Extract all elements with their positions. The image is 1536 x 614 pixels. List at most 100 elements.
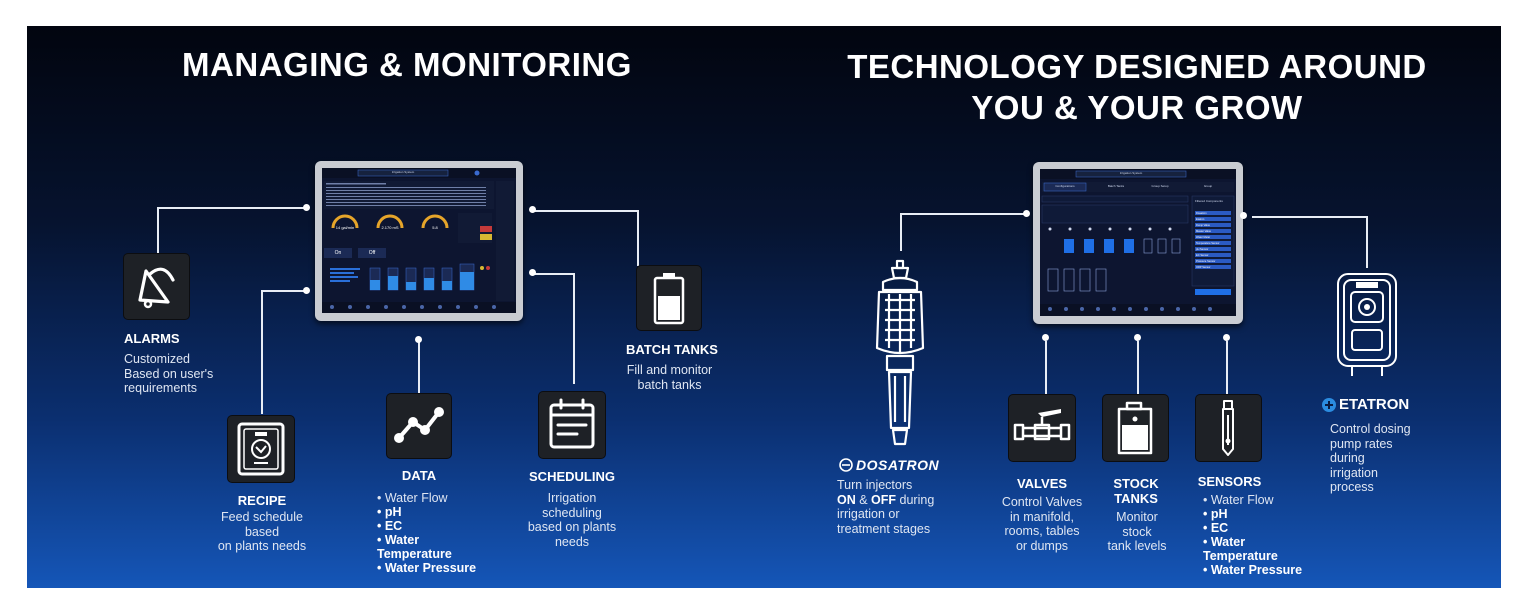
sensors-item-ec: • EC bbox=[1203, 521, 1229, 535]
valves-desc-line4: or dumps bbox=[1015, 538, 1069, 553]
configuration-screen: Irrigation System Configurations Batch T… bbox=[1040, 169, 1236, 316]
connector-stock-v bbox=[1137, 341, 1139, 395]
line-chart-icon bbox=[394, 407, 444, 443]
config-side-item: Dump Valve bbox=[1196, 224, 1210, 227]
dashboard-button-on: On bbox=[334, 250, 342, 256]
heading-technology-line1: TECHNOLOGY DESIGNED AROUND bbox=[847, 48, 1427, 85]
config-side-item: pH Sensor bbox=[1196, 248, 1209, 251]
connector-recipe-h bbox=[261, 290, 307, 292]
dosatron-amp: & bbox=[855, 492, 872, 507]
dosatron-logo: DOSATRON bbox=[839, 457, 969, 473]
sensors-item-water-flow: • Water Flow bbox=[1203, 493, 1274, 507]
scheduling-description: Irrigation scheduling based on plants ne… bbox=[507, 491, 637, 549]
dosatron-injector-icon bbox=[875, 259, 925, 446]
dosatron-desc-line3: irrigation or bbox=[837, 507, 900, 521]
recipe-desc-line1: Feed schedule bbox=[220, 510, 303, 524]
data-list: • Water Flow • pH • EC • Water Temperatu… bbox=[377, 491, 517, 575]
stock-tanks-title-line2: TANKS bbox=[1114, 491, 1158, 506]
connector-dot-dosatron bbox=[1023, 210, 1030, 217]
configuration-graphic bbox=[1040, 169, 1236, 316]
stock-tanks-desc-line2: stock bbox=[1122, 524, 1152, 539]
dosatron-brand: DOSATRON bbox=[856, 457, 940, 473]
etatron-logo: ETATRON bbox=[1321, 396, 1441, 414]
recipe-title: RECIPE bbox=[237, 493, 287, 508]
dosatron-desc-line1: Turn injectors bbox=[837, 478, 913, 492]
gauge-value-ec: 2.170 mS bbox=[381, 225, 399, 230]
calendar-icon bbox=[549, 398, 595, 449]
connector-sensors-v bbox=[1226, 341, 1228, 395]
sensors-item-water: • Water bbox=[1203, 535, 1246, 549]
sensors-list: • Water Flow • pH • EC • Water Temperatu… bbox=[1203, 493, 1333, 577]
config-tab-group-setup: Group Setup bbox=[1151, 184, 1169, 188]
connector-dosatron-v bbox=[900, 213, 902, 251]
alarms-title: ALARMS bbox=[124, 331, 180, 346]
config-side-item: Temperature Sensor bbox=[1196, 242, 1220, 245]
connector-scheduling-v bbox=[573, 273, 575, 384]
connector-alarms-v bbox=[157, 207, 159, 255]
gauge-value-ph: 5.8 bbox=[432, 225, 438, 230]
scheduling-desc-line4: needs bbox=[554, 534, 590, 549]
config-side-item: Etatron bbox=[1196, 218, 1205, 221]
tablet-configuration-right: Irrigation System Configurations Batch T… bbox=[1033, 162, 1243, 324]
dosatron-during: during bbox=[896, 492, 935, 507]
sensors-item-temperature: Temperature bbox=[1203, 549, 1278, 563]
stock-tanks-tile bbox=[1103, 395, 1168, 461]
sensors-item-ph: • pH bbox=[1203, 507, 1228, 521]
recipe-tile bbox=[228, 416, 294, 482]
stock-tanks-title: STOCK TANKS bbox=[1097, 476, 1175, 506]
dosatron-desc-line4: treatment stages bbox=[837, 521, 931, 536]
connector-dot-etatron bbox=[1240, 212, 1247, 219]
heading-technology: TECHNOLOGY DESIGNED AROUND YOU & YOUR GR… bbox=[807, 46, 1467, 128]
battery-tank-icon bbox=[653, 273, 685, 325]
scheduling-tile bbox=[539, 392, 605, 458]
connector-scheduling-h bbox=[532, 273, 574, 275]
stock-tanks-description: Monitor stock tank levels bbox=[1087, 510, 1187, 554]
config-side-item: ORP Sensor bbox=[1196, 266, 1211, 269]
stock-tanks-desc-line1: Monitor bbox=[1116, 510, 1158, 524]
connector-dosatron-h bbox=[900, 213, 1026, 215]
connector-dot-data bbox=[415, 336, 422, 343]
config-side-list: Dosatron Etatron Dump Valve Master Valve… bbox=[1196, 211, 1231, 271]
dashboard-graphic bbox=[322, 168, 516, 313]
config-tab-configurations: Configurations bbox=[1055, 184, 1075, 188]
stock-tanks-desc-line3: tank levels bbox=[1107, 539, 1167, 553]
scheduling-desc-line3: based on plants bbox=[527, 520, 617, 534]
connector-batch-h bbox=[532, 210, 638, 212]
config-tab-batch-tanks: Batch Tanks bbox=[1107, 184, 1125, 188]
alarms-desc-line2: Based on user's bbox=[124, 366, 214, 381]
valves-tile bbox=[1009, 395, 1075, 461]
data-item-ph: • pH bbox=[377, 505, 402, 519]
infographic-panel: MANAGING & MONITORING TECHNOLOGY DESIGNE… bbox=[27, 26, 1501, 588]
valves-desc-line3: rooms, tables bbox=[1004, 524, 1080, 538]
data-item-temperature: Temperature bbox=[377, 547, 452, 561]
recipe-desc-line3: on plants needs bbox=[217, 539, 307, 553]
connector-valves-v bbox=[1045, 341, 1047, 395]
connector-dot-batch bbox=[529, 206, 536, 213]
batch-tanks-title: BATCH TANKS bbox=[626, 342, 718, 357]
sensors-item-water-pressure: • Water Pressure bbox=[1203, 563, 1303, 577]
valves-desc-line1: Control Valves bbox=[1001, 495, 1083, 509]
etatron-brand: ETATRON bbox=[1339, 396, 1410, 413]
connector-alarms-h bbox=[157, 207, 307, 209]
valve-icon bbox=[1013, 409, 1071, 441]
sensors-tile bbox=[1196, 395, 1261, 461]
etatron-logo-mark-icon bbox=[1322, 398, 1336, 412]
batch-tanks-description: Fill and monitor batch tanks bbox=[607, 363, 732, 392]
dashboard-screen: Irrigation System 14 gal/min 2.170 mS 5.… bbox=[322, 168, 516, 313]
etatron-desc-line3: during bbox=[1330, 451, 1365, 465]
data-tile bbox=[387, 394, 451, 458]
connector-batch-v bbox=[637, 210, 639, 266]
dosatron-description: Turn injectors ON & OFF during irrigatio… bbox=[837, 478, 977, 536]
connector-dot-valves bbox=[1042, 334, 1049, 341]
alarms-desc-line1: Customized bbox=[124, 352, 190, 366]
connector-etatron-h bbox=[1252, 216, 1367, 218]
sensors-title: SENSORS bbox=[1197, 474, 1262, 489]
config-side-item: Pressure Sensor bbox=[1196, 260, 1216, 263]
config-tab-group: Group bbox=[1203, 184, 1213, 188]
recipe-book-icon bbox=[237, 422, 285, 476]
recipe-description: Feed schedule based on plants needs bbox=[197, 510, 327, 554]
data-item-water-flow: • Water Flow bbox=[377, 491, 448, 505]
etatron-desc-line2: pump rates bbox=[1330, 436, 1393, 451]
data-title: DATA bbox=[401, 468, 437, 483]
etatron-dosing-pump-icon bbox=[1337, 273, 1397, 376]
